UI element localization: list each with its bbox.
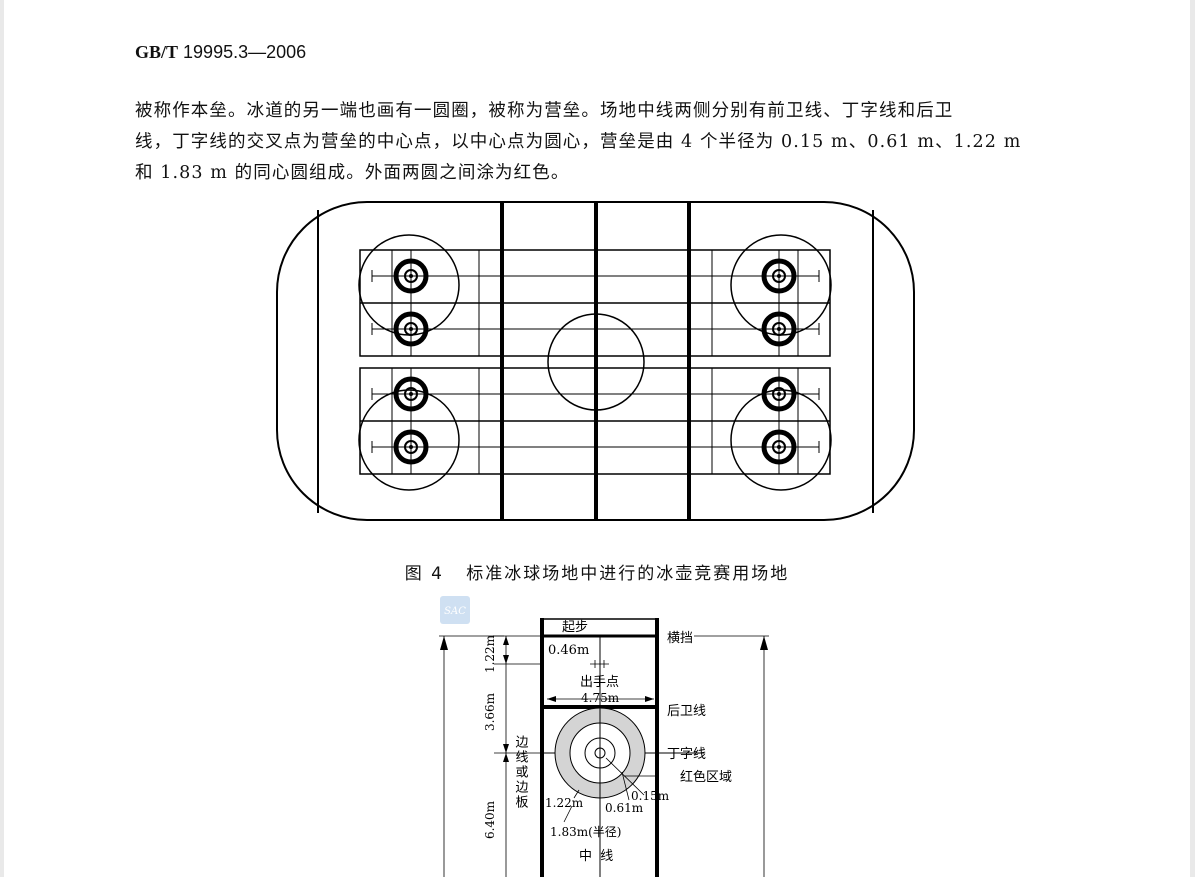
document-page: GB/T 19995.3—2006 被称作本垒。冰道的另一端也画有一圆圈，被称为… <box>4 0 1190 877</box>
label-r-183: 1.83m(半径) <box>550 825 621 839</box>
label-d-366: 3.66m <box>483 692 497 731</box>
label-back-line: 后卫线 <box>667 704 706 719</box>
label-r-061: 0.61m <box>605 801 644 815</box>
label-d-640: 6.40m <box>483 800 497 839</box>
body-line: 和 1.83 m 的同心圆组成。外面两圆之间涂为红色。 <box>135 163 570 183</box>
body-paragraph: 被称作本垒。冰道的另一端也画有一圆圈，被称为营垒。场地中线两侧分别有前卫线、丁字… <box>135 96 1065 189</box>
label-r-015: 0.15m <box>631 789 670 803</box>
watermark-text: SAC <box>444 606 466 617</box>
house-target <box>393 258 429 294</box>
house-target <box>393 429 429 465</box>
label-d-122: 1.22m <box>483 634 497 673</box>
house-target <box>761 376 797 412</box>
house-target <box>393 376 429 412</box>
sac-watermark: SAC <box>440 596 470 624</box>
house-target <box>393 311 429 347</box>
house-target <box>761 311 797 347</box>
figure-4-rink-diagram <box>276 201 915 521</box>
house-target <box>761 258 797 294</box>
label-d-046: 0.46m <box>548 643 589 658</box>
label-r-122: 1.22m <box>545 796 584 810</box>
figure-5-sheet-diagram: SAC <box>439 596 769 877</box>
body-line: 线，丁字线的交叉点为营垒的中心点，以中心点为圆心，营垒是由 4 个半径为 0.1… <box>135 132 1022 152</box>
standard-prefix: GB/T <box>135 42 179 62</box>
standard-number: 19995.3—2006 <box>183 42 307 62</box>
label-release: 出手点 <box>580 675 619 690</box>
page-header: GB/T 19995.3—2006 <box>135 42 306 63</box>
label-center-line: 中 线 <box>579 849 613 864</box>
label-start: 起步 <box>562 620 588 635</box>
label-tee-line: 丁字线 <box>667 747 706 762</box>
label-side-line: 边线或边板 <box>513 735 529 810</box>
body-line: 被称作本垒。冰道的另一端也画有一圆圈，被称为营垒。场地中线两侧分别有前卫线、丁字… <box>135 101 954 121</box>
figure-4-caption: 图 4 标准冰球场地中进行的冰壶竞赛用场地 <box>404 564 790 584</box>
label-hack: 横挡 <box>667 631 693 646</box>
label-d-475: 4.75m <box>581 691 620 705</box>
house-target <box>761 429 797 465</box>
label-red-zone: 红色区域 <box>680 769 732 785</box>
